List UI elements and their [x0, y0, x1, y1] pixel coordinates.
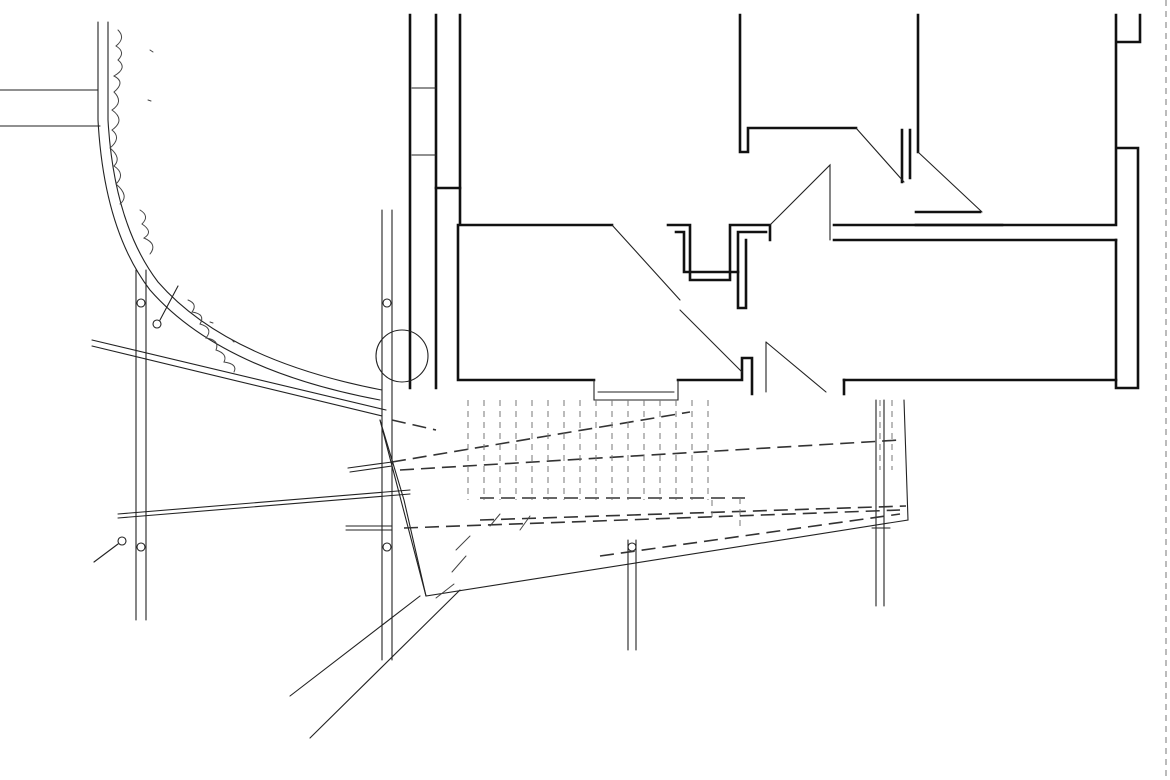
pergola-beams [117, 461, 891, 531]
left-path [0, 89, 101, 127]
curved-garden-edge [97, 21, 383, 401]
vertical-posts [93, 209, 885, 661]
building-walls [408, 13, 1142, 401]
terrace-hatch [435, 513, 531, 599]
diagonal-lower-path [289, 589, 461, 739]
round-planter [375, 329, 429, 383]
terrace-dashed-lines [391, 411, 907, 557]
pergola-slats [467, 400, 893, 528]
sloped-path [91, 339, 387, 417]
terrace-outline [379, 399, 909, 597]
door-swings [611, 127, 983, 393]
